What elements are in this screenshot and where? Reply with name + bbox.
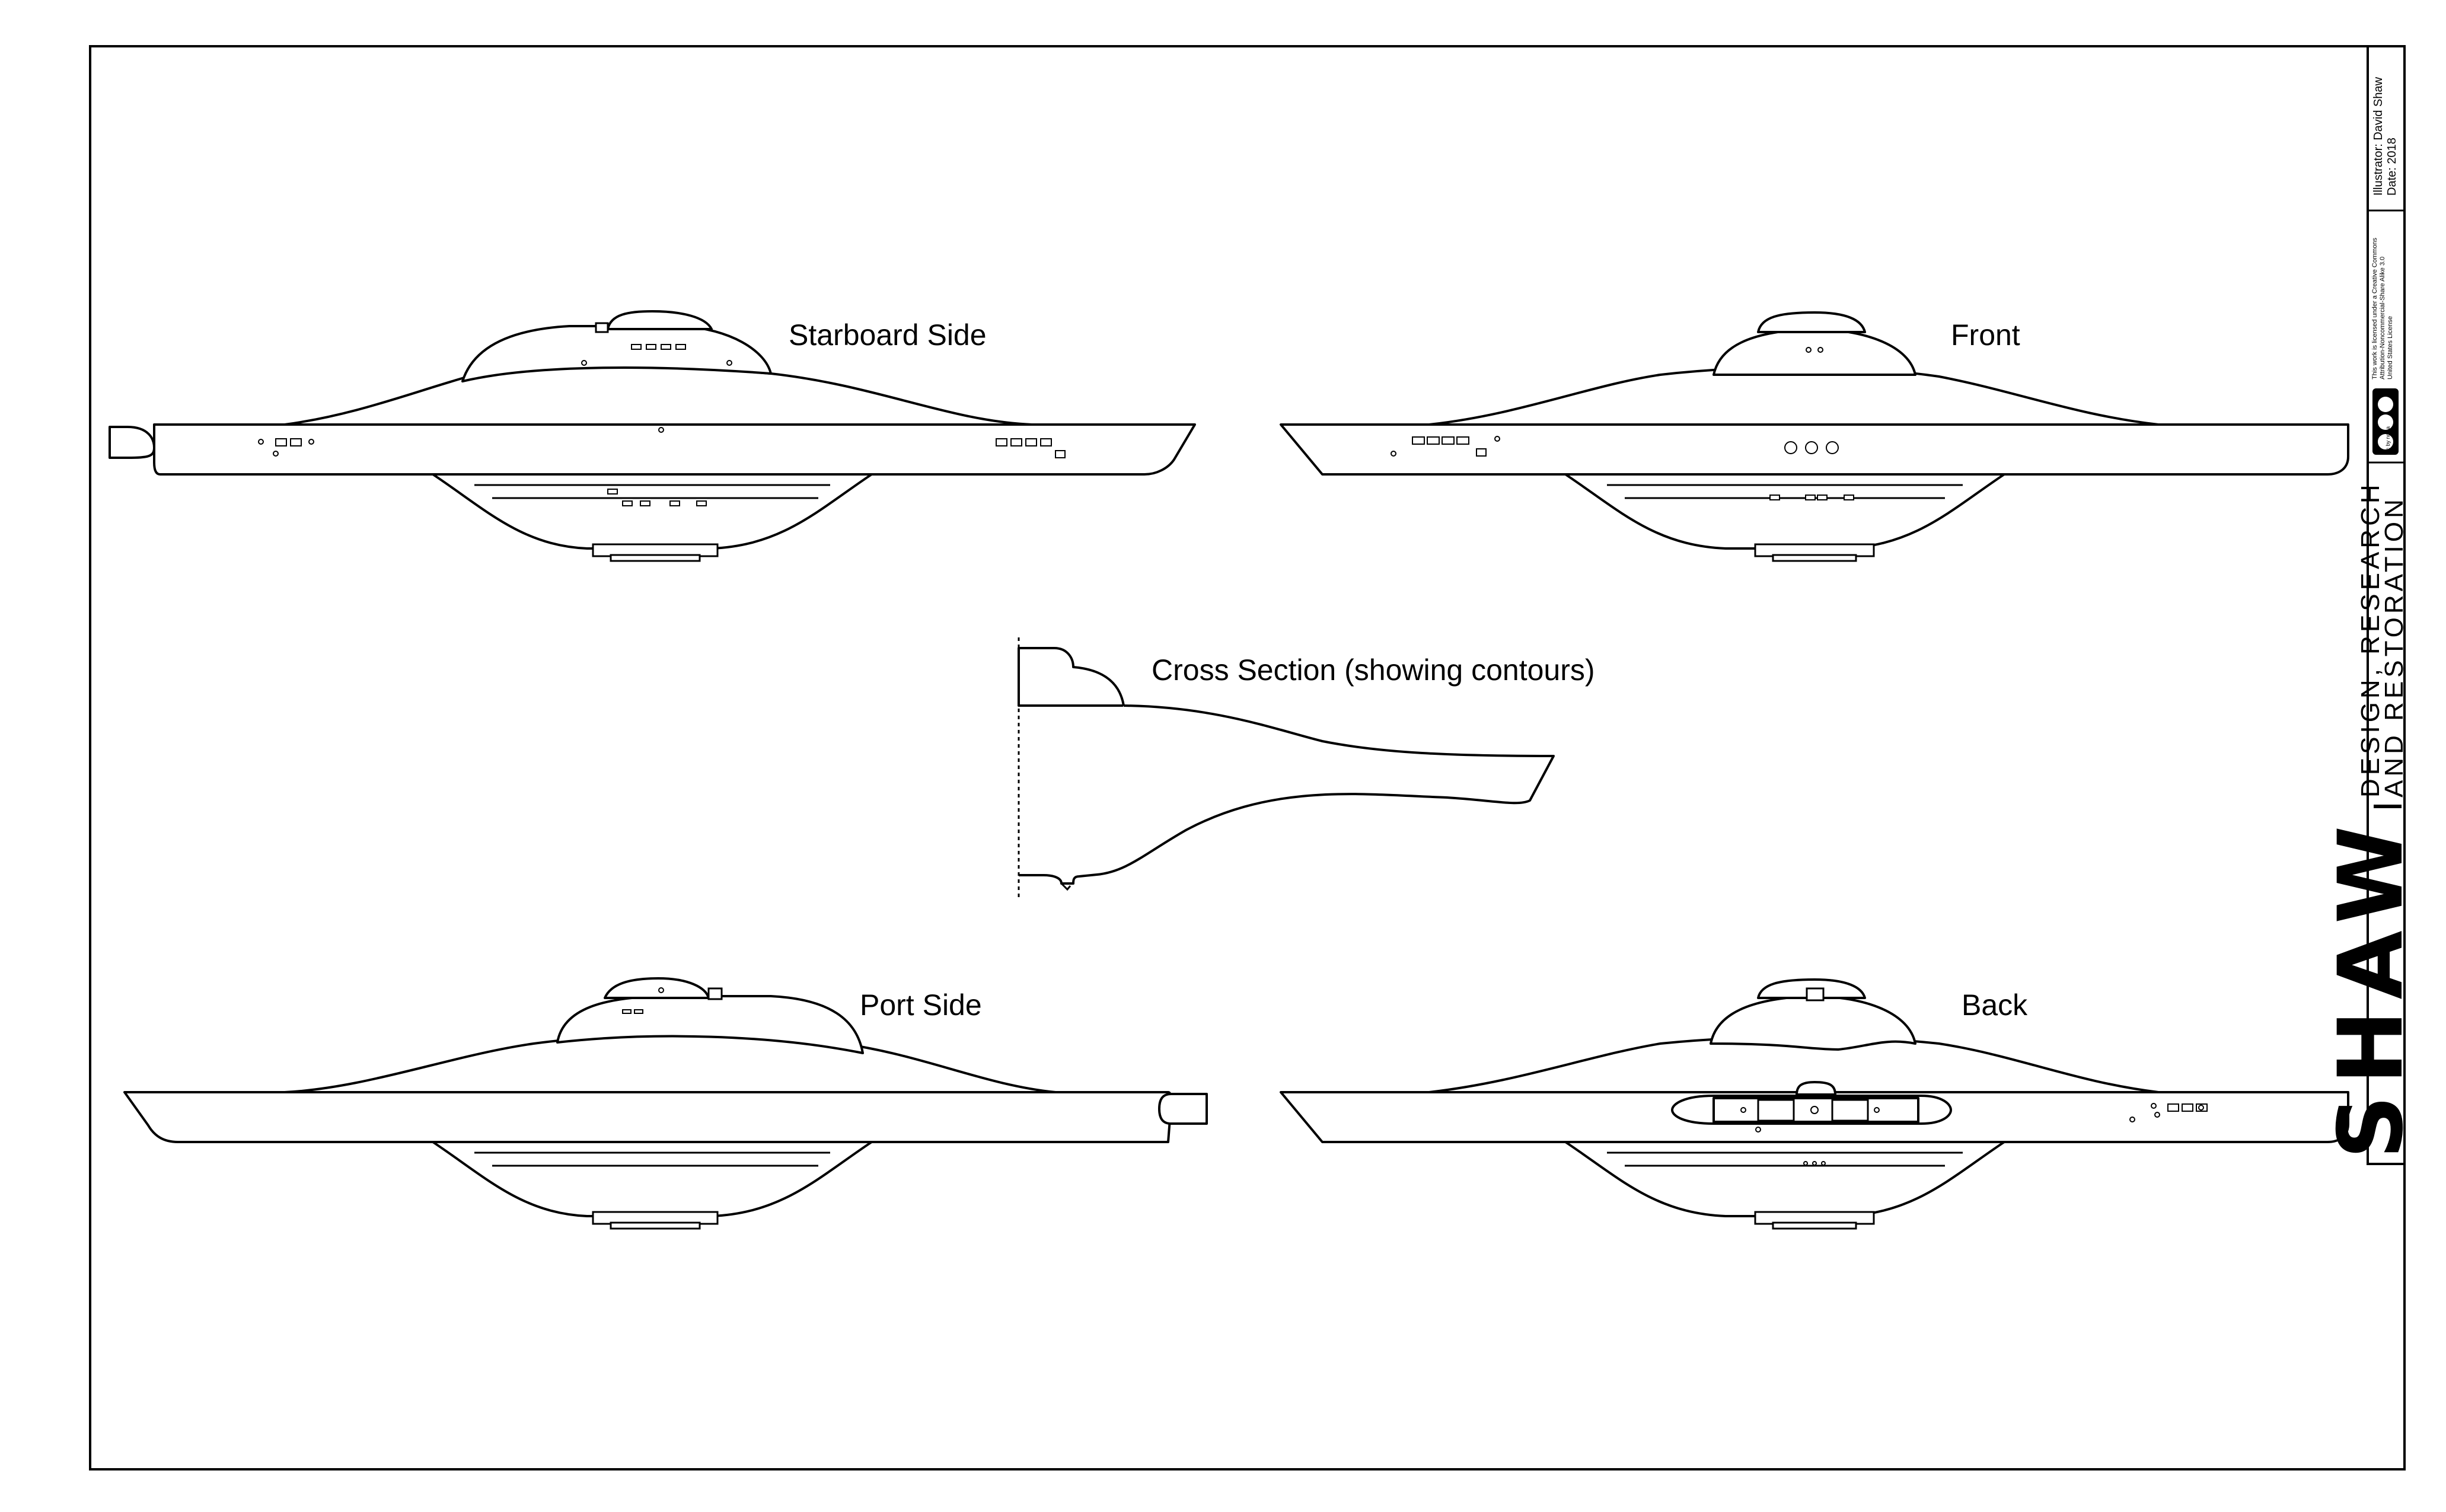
- license-line-3: United States License: [2387, 316, 2394, 379]
- back-view: Back: [1280, 978, 2349, 1230]
- date-text: Date: 2018: [2386, 138, 2399, 196]
- back-label: Back: [1962, 988, 2028, 1022]
- company-line-1: DESIGN, RESEARCH: [2356, 481, 2385, 798]
- license-line-1: This work is licensed under a Creative C…: [2371, 237, 2378, 379]
- starboard-side-label: Starboard Side: [789, 318, 987, 352]
- illustrator-text: Illustrator: David Shaw: [2372, 76, 2385, 196]
- svg-text:cc by nc sa: cc by nc sa: [2385, 426, 2391, 453]
- brand-logo-text: SHAW: [2320, 815, 2423, 1159]
- starboard-side-view: Starboard Side: [109, 310, 1196, 562]
- company-line-2: AND RESTORATION: [2380, 496, 2409, 798]
- front-view: Front: [1280, 311, 2349, 562]
- license-line-2: Attribution-Noncommercial-Share Alike 3.…: [2379, 257, 2386, 379]
- port-side-label: Port Side: [860, 988, 982, 1022]
- cross-section-label: Cross Section (showing contours): [1152, 653, 1595, 687]
- cross-section-view: Cross Section (showing contours): [1018, 637, 1595, 898]
- creative-commons-badge: cc by nc sa: [2372, 388, 2399, 455]
- title-block: Illustrator: David Shaw Date: 2018 This …: [2320, 45, 2423, 1165]
- front-label: Front: [1951, 318, 2020, 352]
- port-side-view: Port Side: [123, 977, 1208, 1230]
